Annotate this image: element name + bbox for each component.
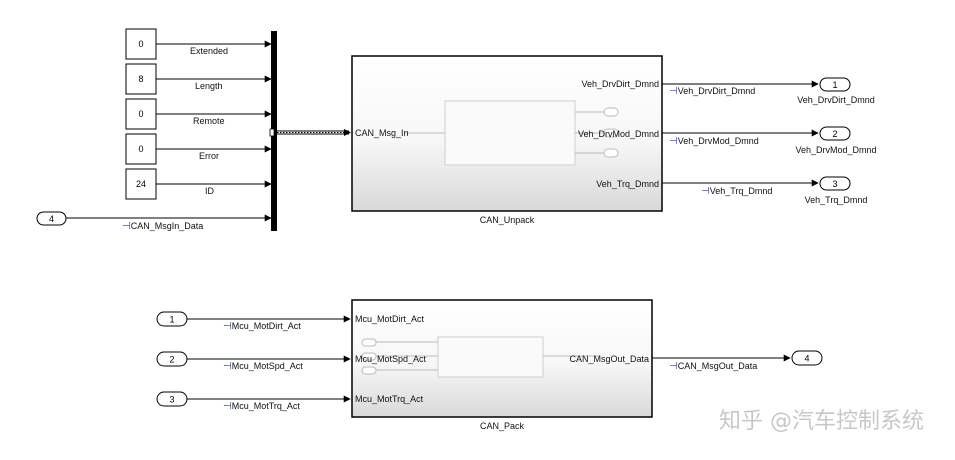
can-unpack-subsystem[interactable]: CAN_Msg_In Veh_DrvDirt_Dmnd Veh_DrvMod_D… xyxy=(351,55,663,212)
svg-text:0: 0 xyxy=(138,109,143,119)
signal-label-can-msgout-data: ⊣CAN_MsgOut_Data xyxy=(669,361,757,372)
svg-text:3: 3 xyxy=(832,179,837,189)
inport-mcu-motspd-act[interactable]: 2 xyxy=(156,351,188,367)
pack-preview-port-1 xyxy=(361,338,377,347)
watermark-text: 知乎 @汽车控制系统 xyxy=(719,409,924,434)
outport-name-veh-drvdirt-dmnd: Veh_DrvDirt_Dmnd xyxy=(797,95,875,105)
pack-preview-port-3 xyxy=(361,366,377,375)
unpack-preview-port-1 xyxy=(603,107,619,117)
constant-block-length[interactable]: 8 xyxy=(125,63,157,95)
can-unpack-block-name: CAN_Unpack xyxy=(480,215,535,225)
inport-can-msgin-data[interactable]: 4 xyxy=(36,211,67,226)
outport-name-veh-trq-dmnd: Veh_Trq_Dmnd xyxy=(805,195,868,205)
unpack-preview-port-2 xyxy=(603,128,619,138)
pack-inner-preview xyxy=(437,336,544,378)
can-pack-subsystem[interactable]: Mcu_MotDirt_Act Mcu_MotSpd_Act Mcu_MotTr… xyxy=(351,299,653,418)
unpack-preview-port-3 xyxy=(603,148,619,158)
bus-creator-output-port xyxy=(269,128,275,137)
constant-block-extended[interactable]: 0 xyxy=(125,28,157,60)
pack-input-port-label-3: Mcu_MotTrq_Act xyxy=(355,394,424,404)
pack-input-port-label-1: Mcu_MotDirt_Act xyxy=(355,314,425,324)
svg-text:24: 24 xyxy=(136,179,146,189)
signal-label-extended: Extended xyxy=(190,46,228,56)
can-pack-block-name: CAN_Pack xyxy=(480,421,525,431)
outport-can-msgout-data[interactable]: 4 xyxy=(791,350,823,366)
unpack-output-port-label-1: Veh_DrvDirt_Dmnd xyxy=(581,79,659,89)
svg-text:1: 1 xyxy=(832,80,837,90)
signal-label-veh-drvmod-dmnd: ⊣Veh_DrvMod_Dmnd xyxy=(669,136,759,147)
signal-label-length: Length xyxy=(195,81,223,91)
signal-label-remote: Remote xyxy=(193,116,225,126)
signal-label-mcu-motspd-act: ⊣Mcu_MotSpd_Act xyxy=(223,361,303,372)
svg-text:3: 3 xyxy=(169,395,174,405)
signal-label-mcu-mottrq-act: ⊣Mcu_MotTrq_Act xyxy=(223,401,300,412)
svg-text:0: 0 xyxy=(138,39,143,49)
signal-label-can-msgin-data: ⊣CAN_MsgIn_Data xyxy=(122,221,203,232)
unpack-inner-preview xyxy=(444,100,576,166)
signal-label-error: Error xyxy=(199,151,219,161)
svg-text:0: 0 xyxy=(138,144,143,154)
signal-label-veh-trq-dmnd: ⊣Veh_Trq_Dmnd xyxy=(701,186,772,197)
svg-text:8: 8 xyxy=(138,74,143,84)
outport-veh-drvdirt-dmnd[interactable]: 1 xyxy=(819,77,851,92)
unpack-output-port-label-2: Veh_DrvMod_Dmnd xyxy=(578,129,659,139)
signal-label-mcu-motdirt-act: ⊣Mcu_MotDirt_Act xyxy=(223,321,301,332)
signal-label-id: ID xyxy=(205,186,215,196)
bus-line-can-msg[interactable] xyxy=(277,129,351,136)
svg-text:2: 2 xyxy=(832,129,837,139)
inport-mcu-motdirt-act[interactable]: 1 xyxy=(156,311,188,327)
svg-text:1: 1 xyxy=(169,315,174,325)
outport-veh-drvmod-dmnd[interactable]: 2 xyxy=(819,126,851,141)
pack-input-port-label-2: Mcu_MotSpd_Act xyxy=(355,354,427,364)
svg-text:2: 2 xyxy=(169,355,174,365)
unpack-output-port-label-3: Veh_Trq_Dmnd xyxy=(596,179,659,189)
unpack-input-port-label: CAN_Msg_In xyxy=(355,128,409,138)
constant-block-id[interactable]: 24 xyxy=(125,168,157,200)
constant-block-remote[interactable]: 0 xyxy=(125,98,157,130)
pack-output-port-label: CAN_MsgOut_Data xyxy=(569,354,649,364)
signal-label-veh-drvdirt-dmnd: ⊣Veh_DrvDirt_Dmnd xyxy=(669,86,755,97)
outport-veh-trq-dmnd[interactable]: 3 xyxy=(819,176,851,191)
constant-block-error[interactable]: 0 xyxy=(125,133,157,165)
outport-name-veh-drvmod-dmnd: Veh_DrvMod_Dmnd xyxy=(795,145,876,155)
inport-mcu-mottrq-act[interactable]: 3 xyxy=(156,391,188,407)
svg-text:4: 4 xyxy=(49,214,54,224)
svg-text:4: 4 xyxy=(804,354,809,364)
